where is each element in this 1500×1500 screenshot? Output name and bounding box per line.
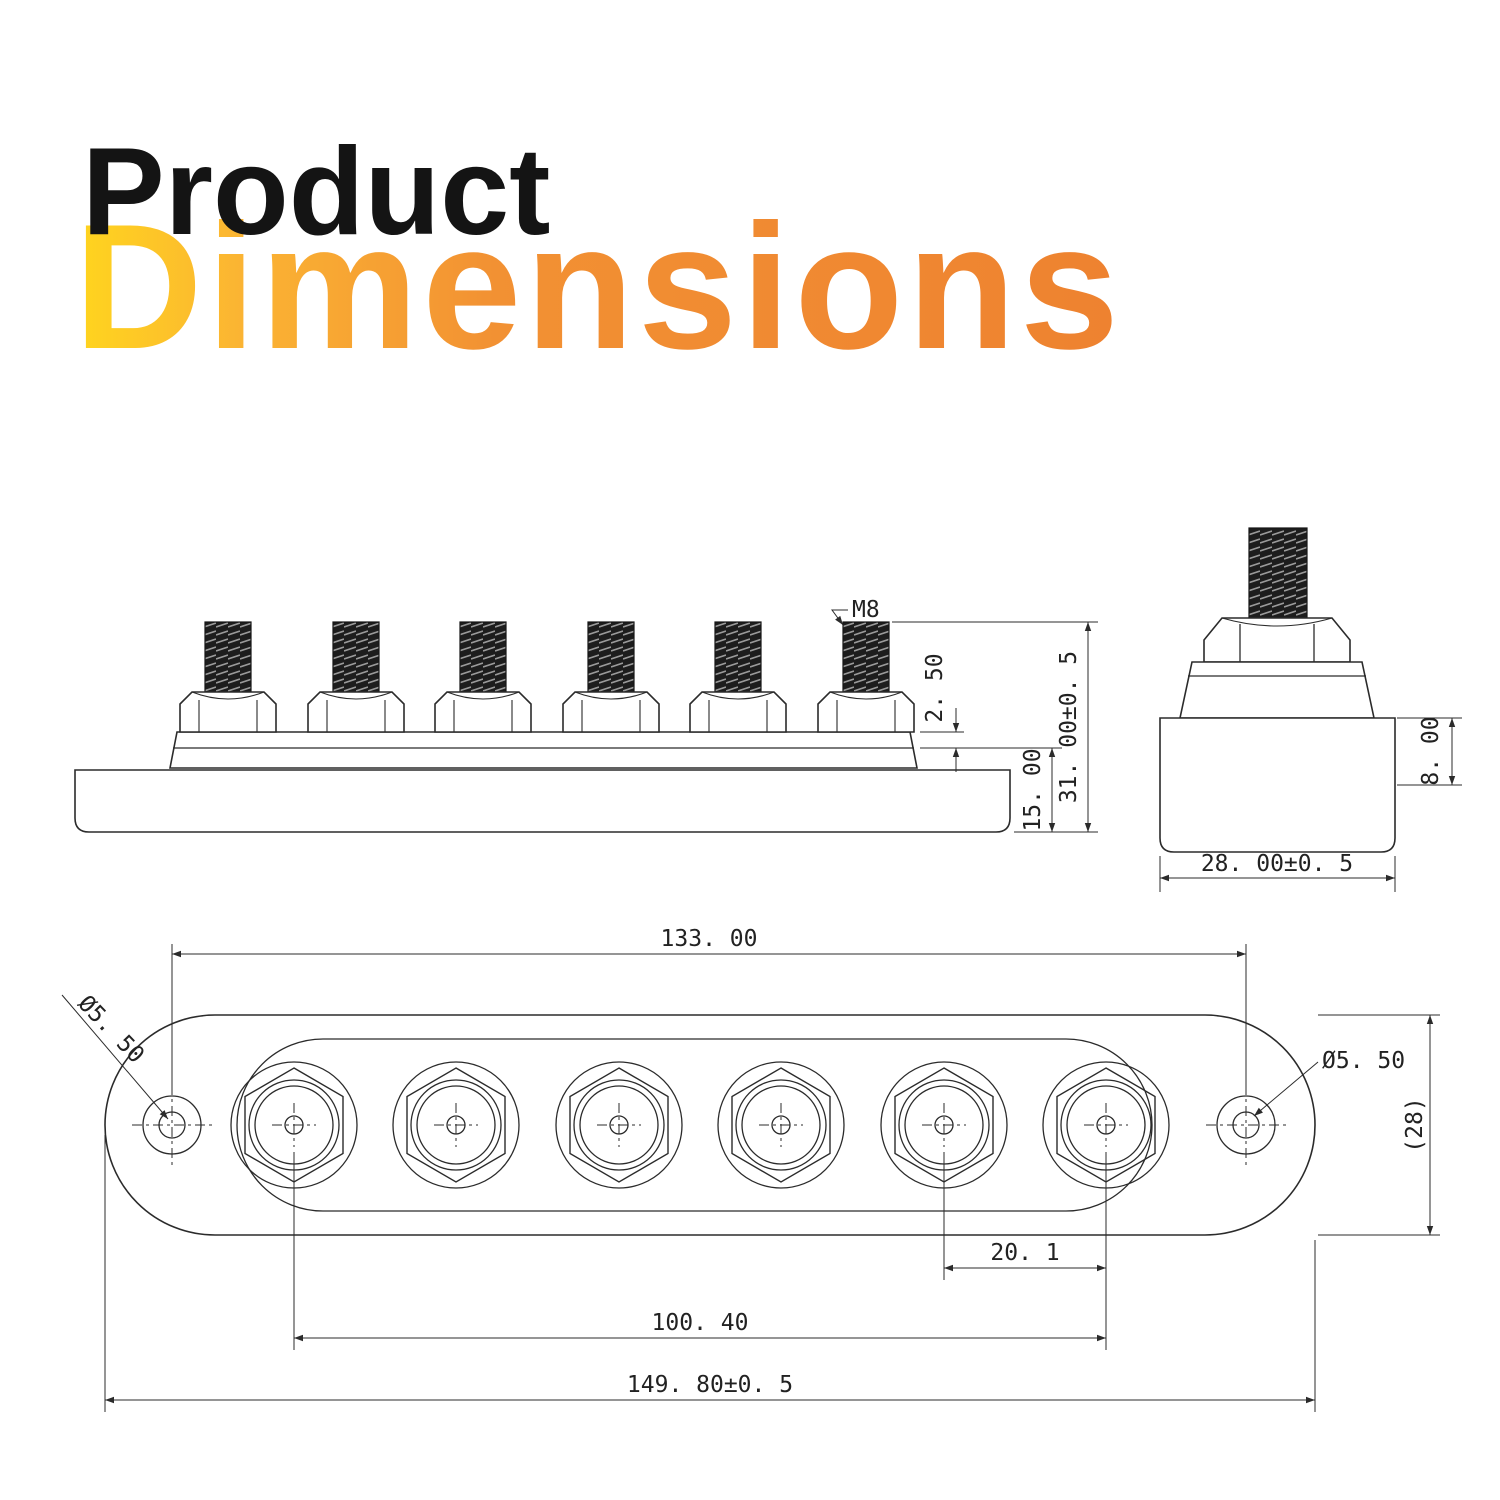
callout-hole-dia-right: Ø5. 50 [1253, 1048, 1405, 1117]
dim-body-width-ref-text: (28) [1402, 1097, 1428, 1152]
top-view: 133. 00 Ø5. 50 Ø5. 50 (28) 20. 1 [61, 926, 1440, 1412]
dim-base-width: 28. 00±0. 5 [1159, 851, 1396, 892]
front-insulator-body [169, 731, 918, 769]
dim-step-height-text: 8. 00 [1418, 716, 1444, 785]
top-outer-profile [104, 1014, 1316, 1236]
dim-step-height: 8. 00 [1397, 716, 1462, 786]
dim-hole-spacing: 133. 00 [171, 926, 1247, 1092]
side-hex-nut [1203, 617, 1351, 663]
front-base-flange [74, 769, 1011, 833]
dim-overall-length-text: 149. 80±0. 5 [627, 1372, 793, 1398]
dim-stud-span-text: 100. 40 [652, 1310, 749, 1336]
top-inner-profile [236, 1038, 1153, 1212]
dim-hole-dia-left-text: Ø5. 50 [73, 991, 149, 1069]
dim-base-height: 15. 00 [920, 747, 1062, 832]
stud-assembly [434, 621, 532, 733]
dim-stud-span: 100. 40 [293, 1152, 1106, 1350]
side-insulator-body [1179, 661, 1375, 719]
stud-assembly [689, 621, 787, 733]
stud-assembly [817, 621, 915, 733]
thread-label-m8: M8 [852, 597, 880, 623]
dim-base-width-text: 28. 00±0. 5 [1201, 851, 1353, 877]
stud-assembly [307, 621, 405, 733]
dim-overall-height: 31. 00±0. 5 [892, 621, 1098, 833]
dim-hole-dia-right-text: Ø5. 50 [1322, 1048, 1405, 1074]
dim-hole-spacing-text: 133. 00 [661, 926, 758, 952]
page-title-dimensions: Dimensions [74, 187, 1123, 386]
dim-overall-length: 149. 80±0. 5 [104, 1135, 1316, 1412]
dim-base-height-text: 15. 00 [1020, 748, 1046, 831]
dim-body-width-ref: (28) [1318, 1014, 1440, 1236]
stud-assembly [179, 621, 277, 733]
dim-stud-pitch: 20. 1 [943, 1152, 1107, 1350]
side-stud-thread [1248, 527, 1308, 621]
callout-m8: M8 [831, 597, 880, 626]
side-view: 8. 00 28. 00±0. 5 [1159, 527, 1462, 892]
dim-washer-height: 2. 50 [920, 653, 964, 772]
page-title-product: Product [82, 123, 551, 261]
dim-washer-height-text: 2. 50 [922, 653, 948, 722]
front-view: M8 2. 50 31. 00±0. 5 15. 00 [74, 597, 1098, 833]
side-base-flange [1159, 717, 1396, 853]
dim-overall-height-text: 31. 00±0. 5 [1056, 651, 1082, 803]
stud-assembly [562, 621, 660, 733]
dim-stud-pitch-text: 20. 1 [990, 1240, 1059, 1266]
